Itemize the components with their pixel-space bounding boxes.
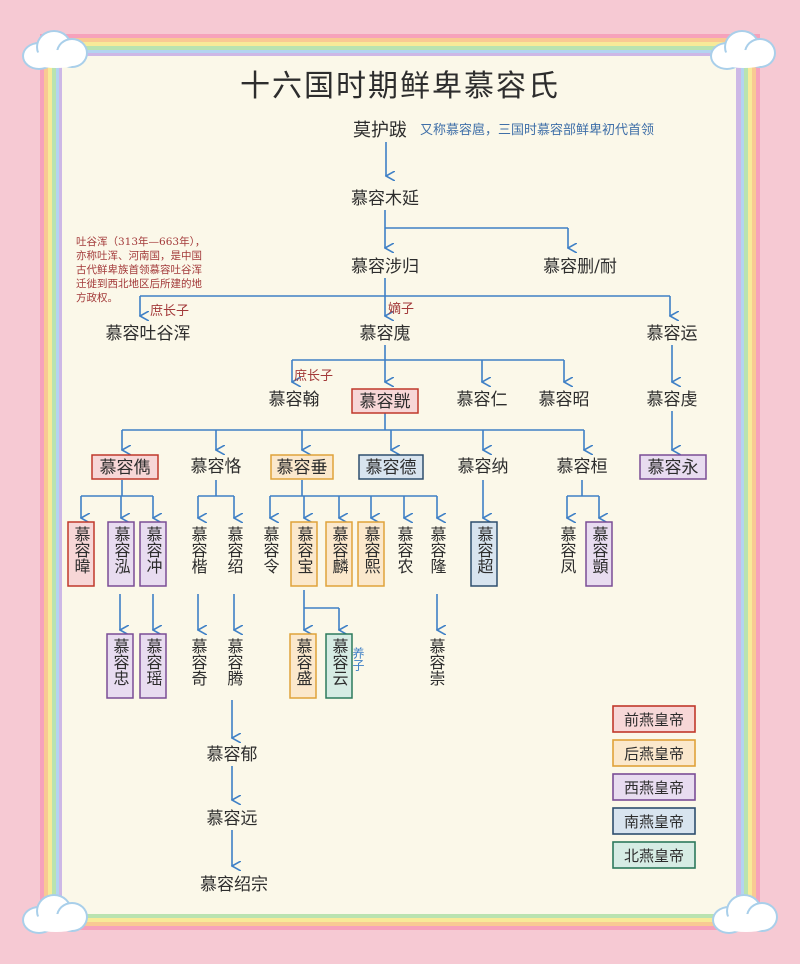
person-sheng: 慕容盛 bbox=[294, 638, 313, 686]
person-wei: 慕容暐 bbox=[72, 526, 91, 574]
box-yong bbox=[639, 454, 707, 480]
cloud-decoration-bottom-left bbox=[20, 892, 90, 936]
person-kai: 慕容楷 bbox=[189, 526, 208, 574]
box-yi bbox=[585, 521, 613, 587]
person-jun: 慕容儁 bbox=[100, 458, 151, 478]
vertical-person-labels-row2: 慕容忠 慕容瑶 慕容奇 慕容腾 慕容盛 慕容云 慕容崇 bbox=[106, 633, 446, 699]
person-na: 慕容纳 bbox=[458, 457, 509, 477]
box-lin bbox=[325, 521, 353, 587]
box-huang bbox=[351, 388, 419, 414]
person-chong: 慕容冲 bbox=[144, 526, 163, 574]
box-hong bbox=[107, 521, 135, 587]
tuyuhun-tag: 庶长子 bbox=[150, 303, 189, 319]
connector-lines bbox=[81, 142, 672, 866]
box-zhong bbox=[106, 633, 134, 699]
person-huan: 慕容桓 bbox=[557, 457, 608, 477]
person-shao: 慕容绍 bbox=[225, 526, 244, 574]
box-yunb bbox=[325, 633, 353, 699]
person-chong2: 慕容崇 bbox=[427, 638, 446, 686]
person-hui: 慕容廆 bbox=[360, 324, 411, 344]
person-yun-top: 慕容运 bbox=[647, 324, 698, 344]
person-qi: 慕容奇 bbox=[189, 638, 208, 686]
person-mohuba: 莫护跋 bbox=[353, 120, 407, 141]
person-ren: 慕容仁 bbox=[457, 390, 508, 410]
box-chui bbox=[270, 454, 334, 480]
person-qian: 慕容虔 bbox=[647, 390, 698, 410]
yun-tag: 养子 bbox=[351, 646, 365, 671]
person-shan: 慕容删/耐 bbox=[543, 257, 617, 277]
person-long: 慕容隆 bbox=[428, 526, 447, 574]
horizontal-person-labels: 莫护跋 慕容木延 慕容涉归 慕容删/耐 慕容吐谷浑 慕容廆 慕容运 慕容翰 慕容… bbox=[106, 120, 698, 895]
tuyuhun-note-line: 吐谷浑（313年—663年）， bbox=[76, 235, 205, 248]
person-muyan: 慕容木延 bbox=[351, 189, 419, 209]
person-nong: 慕容农 bbox=[395, 526, 414, 574]
box-xi bbox=[357, 521, 385, 587]
person-yi: 慕容顗 bbox=[590, 526, 609, 574]
box-de bbox=[358, 454, 424, 480]
box-wei bbox=[67, 521, 95, 587]
legend-swatch bbox=[612, 841, 696, 869]
paper-panel bbox=[62, 56, 736, 914]
legend-swatch bbox=[612, 773, 696, 801]
person-huang: 慕容皝 bbox=[360, 392, 411, 412]
mohuba-note: 又称慕容扈，三国时慕容部鲜卑初代首领 bbox=[420, 122, 654, 138]
person-tuyuhun: 慕容吐谷浑 bbox=[106, 324, 191, 344]
cloud-decoration-top-right bbox=[708, 28, 778, 72]
person-hong: 慕容泓 bbox=[112, 526, 131, 574]
legend-label: 北燕皇帝 bbox=[624, 847, 684, 865]
person-yunb: 慕容云 bbox=[330, 638, 349, 686]
person-teng: 慕容腾 bbox=[225, 638, 244, 686]
person-zhao: 慕容昭 bbox=[539, 390, 590, 410]
box-jun bbox=[91, 454, 159, 480]
diagram-title: 十六国时期鲜卑慕容氏 bbox=[240, 69, 560, 104]
legend-label: 西燕皇帝 bbox=[624, 779, 684, 797]
cloud-decoration-bottom-right bbox=[710, 892, 780, 936]
box-chao bbox=[470, 521, 498, 587]
person-ling: 慕容令 bbox=[261, 526, 280, 574]
legend-swatch bbox=[612, 807, 696, 835]
person-xi: 慕容熙 bbox=[362, 526, 381, 574]
tuyuhun-note-line: 亦称吐浑、河南国，是中国 bbox=[76, 249, 202, 262]
legend-label: 南燕皇帝 bbox=[624, 813, 684, 831]
tuyuhun-note-line: 方政权。 bbox=[76, 291, 118, 304]
person-feng: 慕容凤 bbox=[558, 526, 577, 574]
person-ke: 慕容恪 bbox=[191, 457, 242, 477]
tuyuhun-note: 吐谷浑（313年—663年）， 亦称吐浑、河南国，是中国 古代鲜卑族首领慕容吐谷… bbox=[76, 235, 205, 304]
legend-label: 后燕皇帝 bbox=[624, 745, 684, 763]
hui-tag: 嫡子 bbox=[388, 301, 414, 317]
box-chong bbox=[139, 521, 167, 587]
box-sheng bbox=[289, 633, 317, 699]
person-yao: 慕容瑶 bbox=[144, 638, 163, 686]
cloud-decoration-top-left bbox=[20, 28, 90, 72]
boxed-person-labels: 慕容皝 慕容儁 慕容垂 慕容德 慕容永 bbox=[91, 388, 707, 480]
person-yuan: 慕容远 bbox=[207, 809, 258, 829]
legend-swatch bbox=[612, 705, 696, 733]
tuyuhun-note-line: 古代鲜卑族首领慕容吐谷浑 bbox=[76, 263, 202, 276]
person-yong: 慕容永 bbox=[648, 458, 699, 478]
person-zhong: 慕容忠 bbox=[111, 638, 130, 686]
person-shaozong: 慕容绍宗 bbox=[200, 875, 268, 895]
tuyuhun-note-line: 迁徙到西北地区后所建的地 bbox=[76, 277, 202, 290]
person-han: 慕容翰 bbox=[269, 390, 320, 410]
legend-swatch bbox=[612, 739, 696, 767]
person-de: 慕容德 bbox=[366, 458, 417, 478]
vertical-person-labels: 慕容暐 慕容泓 慕容冲 慕容楷 慕容绍 慕容令 慕容宝 慕容麟 慕容熙 慕容农 … bbox=[67, 521, 613, 587]
han-tag: 庶长子 bbox=[294, 368, 333, 384]
person-shegui: 慕容涉归 bbox=[351, 257, 419, 277]
legend-label: 前燕皇帝 bbox=[624, 711, 684, 729]
person-chui: 慕容垂 bbox=[277, 458, 328, 478]
person-yu: 慕容郁 bbox=[207, 745, 258, 765]
box-yao bbox=[139, 633, 167, 699]
person-chao: 慕容超 bbox=[475, 526, 494, 574]
person-bao: 慕容宝 bbox=[295, 526, 314, 574]
person-lin: 慕容麟 bbox=[330, 526, 349, 574]
box-bao bbox=[290, 521, 318, 587]
